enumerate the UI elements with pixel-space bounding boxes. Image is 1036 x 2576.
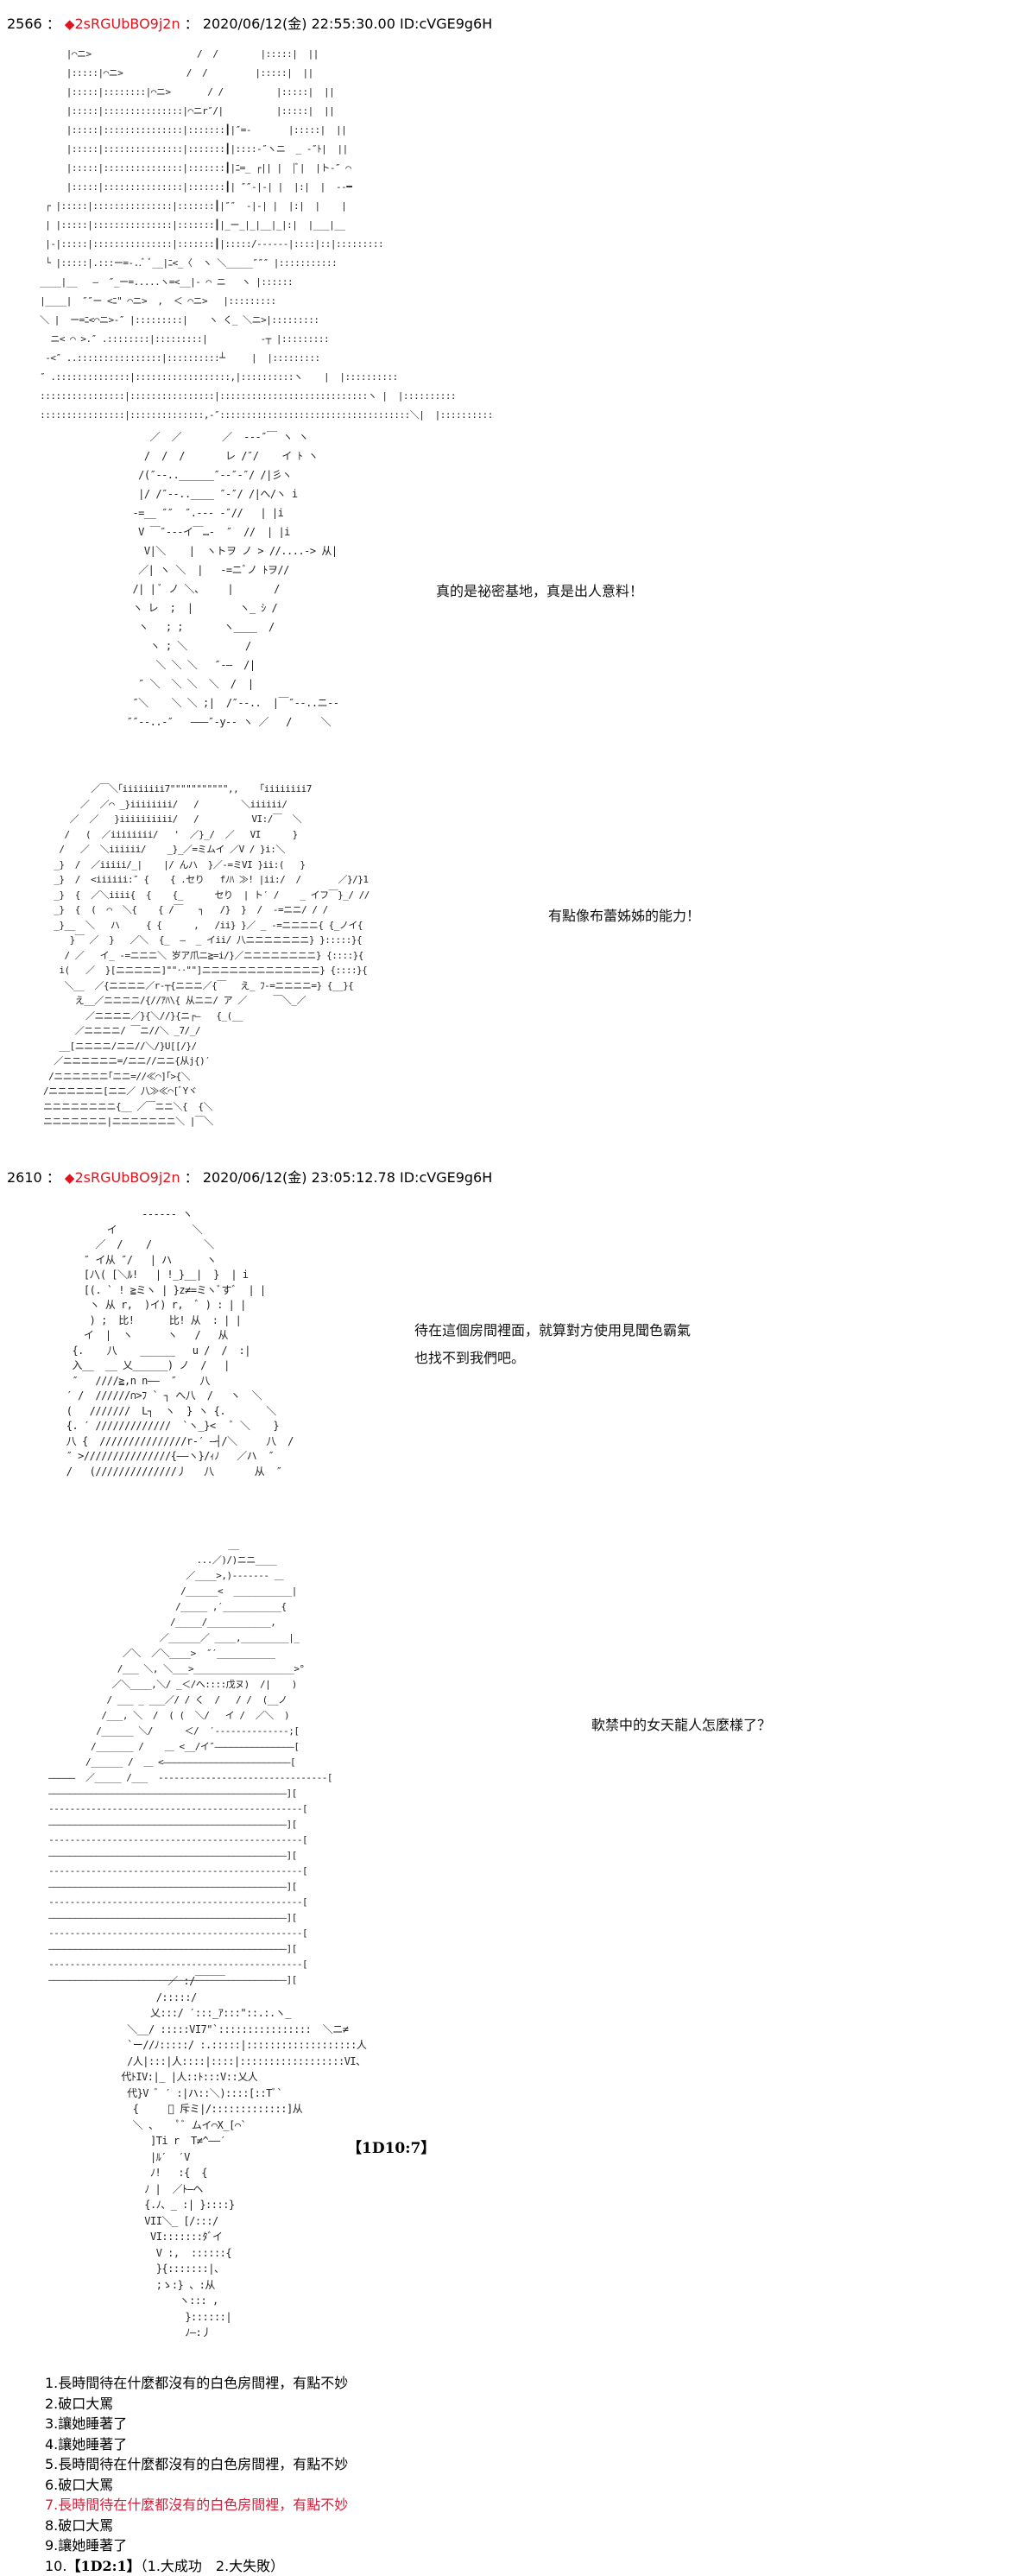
choice-item: 10.【1D2:1】（1.大成功 2.大失敗） (45, 2556, 348, 2576)
dialogue-line: 也找不到我們吧。 (414, 1347, 525, 1370)
choice-text: 長時間待在什麼都沒有的白色房間裡，有點不妙 (58, 2375, 348, 2391)
ascii-art-small-girl: ／ :/￣￣￣ /:::::/ 乂:::/ ′:::_ｱ:::"::.:.ヽ_ … (86, 1973, 366, 2341)
trip-diamond-icon: ◆ (65, 1170, 75, 1186)
choice-item: 2.破口大罵 (45, 2394, 348, 2415)
choice-number: 8. (45, 2517, 58, 2534)
choice-text: 讓她睡著了 (58, 2436, 127, 2453)
choice-text: 破口大罵 (58, 2517, 113, 2534)
choice-item-selected: 7.長時間待在什麼都沒有的白色房間裡，有點不妙 (45, 2495, 348, 2516)
post-datetime: 2020/06/12(金) 22:55:30.00 (203, 16, 395, 32)
post-header: 2610 ： ◆2sRGUbBO9j2n ： 2020/06/12(金) 23:… (7, 1169, 492, 1187)
dialogue-line: 有點像布蕾姊姊的能力！ (548, 905, 700, 927)
choice-list: 1.長時間待在什麼都沒有的白色房間裡，有點不妙 2.破口大罵 3.讓她睡著了 4… (45, 2373, 348, 2576)
choice-number: 2. (45, 2396, 58, 2412)
tripcode: 2sRGUbBO9j2n (74, 1169, 180, 1186)
ascii-art-dragon-hand: __ ...／)/)ニニ____ ／____>,)‐‐‐‐‐‐‐ ＿ /____… (43, 1537, 332, 1988)
poster-id: ID:cVGE9g6H (400, 1169, 492, 1186)
ascii-art-cityscape: |⌒ニ> / / |:::::| || |:::::|⌒ニ> / / |::::… (35, 45, 493, 425)
separator: ： (185, 1169, 199, 1186)
dice-roll-result: 【1D10:7】 (347, 2136, 435, 2157)
tripcode: 2sRGUbBO9j2n (74, 16, 180, 32)
dialogue-line: 待在這個房間裡面，就算對方使用見聞色霸氣 (414, 1320, 691, 1342)
choice-text: 讓她睡著了 (58, 2537, 127, 2554)
choice-number: 4. (45, 2436, 58, 2453)
dialogue-line: 真的是祕密基地，真是出人意料！ (436, 580, 643, 603)
separator: ： (185, 16, 199, 32)
ascii-art-girl-gun: ／￣＼｢iiiiiiii7""""""""""",, ｢iiiiiiii7 ／ … (43, 782, 370, 1130)
choice-item: 6.破口大罵 (45, 2475, 348, 2496)
post-header: 2566 ： ◆2sRGUbBO9j2n ： 2020/06/12(金) 22:… (7, 16, 492, 33)
choice-number: 9. (45, 2537, 58, 2554)
choice-number: 5. (45, 2456, 58, 2472)
post-number: 2566 (7, 16, 42, 32)
ascii-art-man-face: ／ ／ ／ -‐‐″￣ ヽ ヽ / / / レ /″/ イ ﾄ ヽ /(″‐-.… (121, 427, 339, 731)
choice-number: 7. (45, 2497, 58, 2513)
choice-item: 4.讓她睡著了 (45, 2434, 348, 2455)
poster-id: ID:cVGE9g6H (400, 16, 492, 32)
choice-item: 1.長時間待在什麼都沒有的白色房間裡，有點不妙 (45, 2373, 348, 2394)
choice-text: 破口大罵 (58, 2396, 113, 2412)
trip-diamond-icon: ◆ (65, 16, 75, 32)
choice-text: 讓她睡著了 (58, 2415, 127, 2432)
separator: ： (47, 1169, 60, 1186)
choice-item: 9.讓她睡著了 (45, 2535, 348, 2556)
dialogue-line: 軟禁中的女天龍人怎麼樣了？ (591, 1714, 771, 1737)
choice-text: 破口大罵 (58, 2477, 113, 2493)
choice-text: （1.大成功 2.大失敗） (141, 2558, 285, 2574)
choice-number: 6. (45, 2477, 58, 2493)
choice-text: 長時間待在什麼都沒有的白色房間裡，有點不妙 (58, 2456, 348, 2472)
ascii-art-girl-worried: ------ ヽ イ ＼ ／ / / ＼ ″ イ从 ″/ | ハ ヽ [ﾉ\( … (60, 1207, 294, 1479)
separator: ： (47, 16, 60, 32)
dice-roll-inline: 【1D2:1】 (66, 2558, 140, 2574)
choice-number: 1. (45, 2375, 58, 2391)
choice-number: 3. (45, 2415, 58, 2432)
choice-text: 長時間待在什麼都沒有的白色房間裡，有點不妙 (58, 2497, 348, 2513)
choice-item: 5.長時間待在什麼都沒有的白色房間裡，有點不妙 (45, 2454, 348, 2475)
choice-number: 10. (45, 2558, 66, 2574)
choice-item: 3.讓她睡著了 (45, 2414, 348, 2434)
choice-item: 8.破口大罵 (45, 2516, 348, 2536)
post-number: 2610 (7, 1169, 42, 1186)
post-datetime: 2020/06/12(金) 23:05:12.78 (203, 1169, 395, 1186)
